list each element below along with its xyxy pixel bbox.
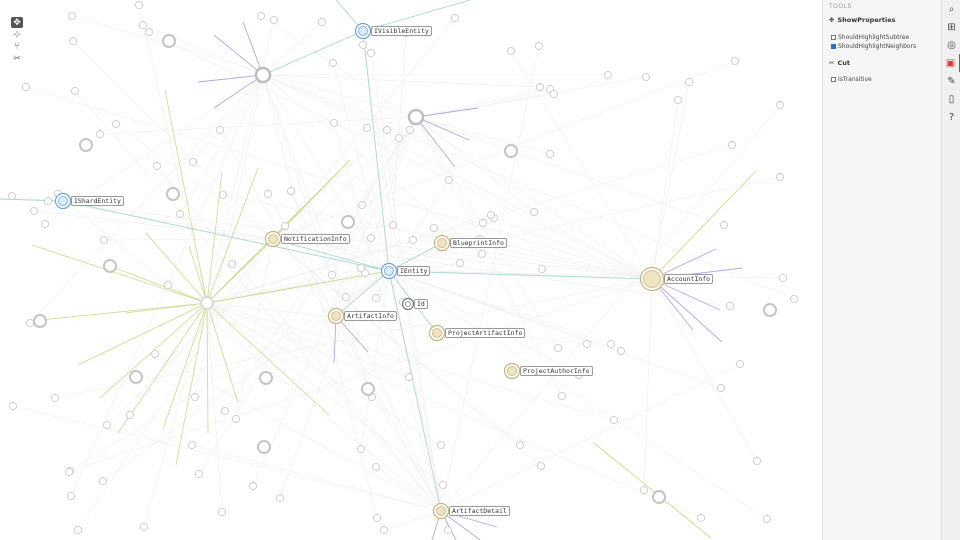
wrench-icon[interactable]: ✎ (947, 75, 956, 87)
select-tool-icon[interactable]: ✥ (11, 17, 23, 28)
node-label[interactable]: IShardEntity (71, 196, 124, 206)
document-icon[interactable]: ▯ (948, 93, 955, 105)
panel-title: TOOLS (829, 3, 852, 10)
node-label[interactable]: ProjectAuthorInfo (520, 366, 593, 376)
checkbox[interactable] (831, 44, 836, 49)
cut-tool-icon[interactable]: ✂ (13, 53, 21, 64)
tools-panel: TOOLS ✥ ShowProperties ShouldHighlightSu… (822, 0, 942, 540)
option-label: IsTransitive (838, 76, 872, 83)
option-highlight-subtree[interactable]: ShouldHighlightSubtree (823, 33, 942, 42)
option-label: ShouldHighlightNeighbors (838, 43, 917, 50)
section-cut[interactable]: ✂ Cut (823, 57, 942, 69)
canvas-toolbar: ✥ ⊹ ⑂ ✂ (11, 17, 25, 65)
show-properties-icon: ✥ (829, 16, 835, 24)
node-label[interactable]: NotificationInfo (281, 234, 350, 244)
checkbox[interactable] (831, 77, 836, 82)
hub-node[interactable] (200, 296, 214, 310)
side-icon-bar: ⌕ ⊞ ◎ ▣ ✎ ▯ ? (941, 0, 960, 540)
node-label[interactable]: ProjectArtifactInfo (445, 328, 526, 338)
search-icon[interactable]: ⌕ (948, 3, 955, 15)
hub-node[interactable] (254, 66, 272, 84)
hub-node[interactable] (407, 108, 425, 126)
cut-icon: ✂ (829, 59, 835, 67)
checkbox[interactable] (831, 35, 836, 40)
node-label[interactable]: ArtifactDetail (449, 506, 510, 516)
help-icon[interactable]: ? (948, 111, 955, 123)
node-label[interactable]: ArtifactInfo (344, 311, 397, 321)
section-title: ShowProperties (837, 16, 896, 24)
node-label[interactable]: Id (414, 299, 428, 309)
section-title: Cut (837, 59, 850, 67)
hierarchy-icon[interactable]: ⊞ (947, 21, 956, 33)
tree-tool-icon[interactable]: ⑂ (14, 41, 20, 52)
node-label[interactable]: BlueprintInfo (450, 238, 507, 248)
toolbox-icon[interactable]: ▣ (942, 54, 960, 72)
option-highlight-neighbors[interactable]: ShouldHighlightNeighbors (823, 42, 942, 51)
dependency-graph[interactable] (0, 0, 822, 540)
node-label[interactable]: AccountInfo (664, 274, 714, 284)
node-label[interactable]: IEntity (397, 266, 431, 276)
option-is-transitive[interactable]: IsTransitive (823, 75, 942, 84)
move-tool-icon[interactable]: ⊹ (13, 29, 21, 40)
node-label[interactable]: IVisibleEntity (371, 26, 432, 36)
option-label: ShouldHighlightSubtree (838, 34, 910, 41)
section-show-properties[interactable]: ✥ ShowProperties (823, 14, 942, 26)
brain-icon[interactable]: ◎ (947, 39, 956, 51)
